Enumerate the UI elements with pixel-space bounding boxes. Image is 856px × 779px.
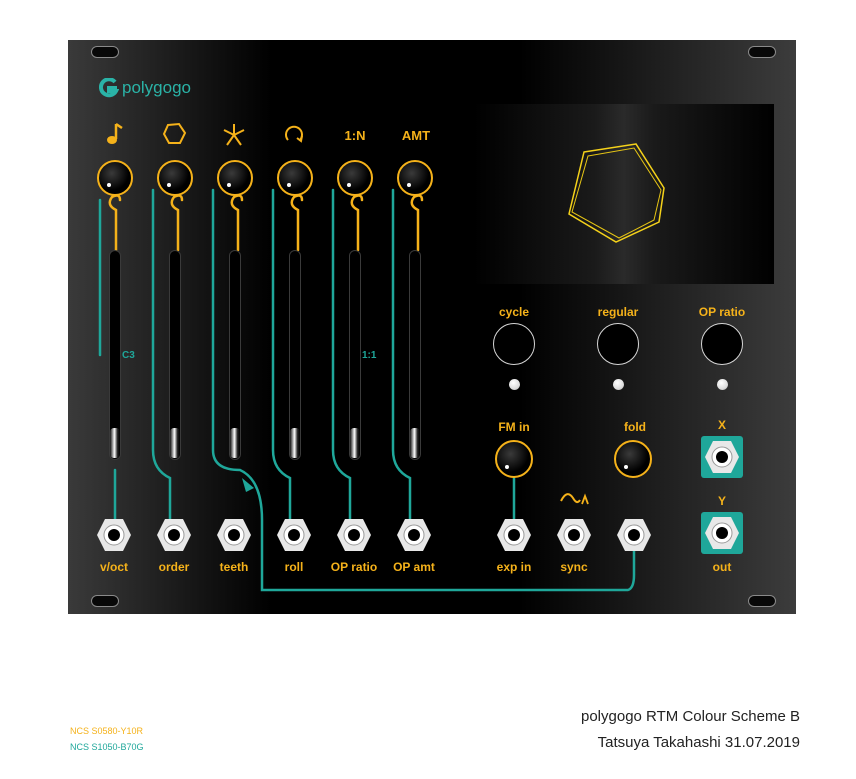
mounting-hole: [91, 595, 119, 607]
jack-y-output[interactable]: [704, 515, 740, 551]
jack-label-vo: v/oct: [99, 560, 128, 574]
slider-track: [289, 250, 301, 460]
op-ratio-button[interactable]: [701, 323, 743, 365]
x-output-label: X: [717, 418, 726, 432]
jack-label-teeth: teeth: [219, 560, 249, 574]
regular-led: [613, 379, 624, 390]
slider-track: [349, 250, 361, 460]
ratio-slider-handle[interactable]: [350, 428, 360, 458]
jack-label-sync: sync: [560, 560, 588, 574]
music-note-icon: [107, 122, 123, 144]
polygogo-logo-icon: [99, 78, 119, 98]
asterisk-icon: [223, 124, 245, 146]
slider-track: [409, 250, 421, 460]
order-slider-handle[interactable]: [170, 428, 180, 458]
order-knob[interactable]: [157, 160, 193, 196]
fold-label: fold: [624, 420, 646, 434]
y-output-label: Y: [717, 494, 726, 508]
jack-vo-input[interactable]: [96, 517, 132, 553]
jack-label-roll: roll: [284, 560, 304, 574]
fm-in-label: FM in: [498, 420, 530, 434]
polygon-waveform: [568, 143, 665, 243]
brand-logo: polygogo: [99, 78, 191, 98]
footer-author-date: Tatsuya Takahashi 31.07.2019: [597, 734, 800, 751]
cycle-label: cycle: [498, 305, 530, 319]
jack-label-order: order: [158, 560, 190, 574]
jack-label-op-ratio: OP ratio: [330, 560, 378, 574]
fm-in-knob[interactable]: [495, 440, 533, 478]
jack-op-ratio-input[interactable]: [336, 517, 372, 553]
footer-title: polygogo RTM Colour Scheme B: [581, 708, 800, 725]
regular-label: regular: [597, 305, 639, 319]
slider-track: [109, 250, 121, 460]
jack-label-op-amt: OP amt: [393, 560, 435, 574]
ncs-yellow-code: NCS S0580-Y10R: [70, 726, 144, 736]
op-ratio-led: [717, 379, 728, 390]
mounting-hole: [748, 46, 776, 58]
sync-wave-icon: [560, 493, 589, 505]
slider-track: [229, 250, 241, 460]
mounting-hole: [91, 46, 119, 58]
jack-label-exp-in: exp in: [496, 560, 532, 574]
jack-fold-input[interactable]: [616, 517, 652, 553]
pitch-knob[interactable]: [97, 160, 133, 196]
ratio-marker: 1:1: [362, 350, 377, 361]
teeth-knob[interactable]: [217, 160, 253, 196]
oscilloscope-display: [474, 104, 774, 284]
fold-knob[interactable]: [614, 440, 652, 478]
jack-roll-input[interactable]: [276, 517, 312, 553]
c3-marker: C3: [122, 350, 135, 361]
ratio-label: 1:N: [344, 128, 366, 143]
teeth-slider-handle[interactable]: [230, 428, 240, 458]
hexagon-icon: [162, 122, 187, 144]
jack-x-output[interactable]: [704, 439, 740, 475]
regular-button[interactable]: [597, 323, 639, 365]
ratio-knob[interactable]: [337, 160, 373, 196]
loop-arrow-icon: [285, 125, 303, 143]
op-ratio-label: OP ratio: [698, 305, 746, 319]
cycle-led: [509, 379, 520, 390]
jack-op-amt-input[interactable]: [396, 517, 432, 553]
amount-label: AMT: [401, 128, 431, 143]
amount-knob[interactable]: [397, 160, 433, 196]
jack-exp-in[interactable]: [496, 517, 532, 553]
ncs-teal-code: NCS S1050-B70G: [70, 742, 144, 752]
roll-slider-handle[interactable]: [290, 428, 300, 458]
amount-slider-handle[interactable]: [410, 428, 420, 458]
slider-track: [169, 250, 181, 460]
roll-knob[interactable]: [277, 160, 313, 196]
mounting-hole: [748, 595, 776, 607]
jack-teeth-input[interactable]: [216, 517, 252, 553]
jack-sync[interactable]: [556, 517, 592, 553]
out-label: out: [712, 560, 732, 574]
jack-order-input[interactable]: [156, 517, 192, 553]
cycle-button[interactable]: [493, 323, 535, 365]
brand-name: polygogo: [122, 78, 192, 97]
vo-slider-handle[interactable]: [110, 428, 120, 458]
